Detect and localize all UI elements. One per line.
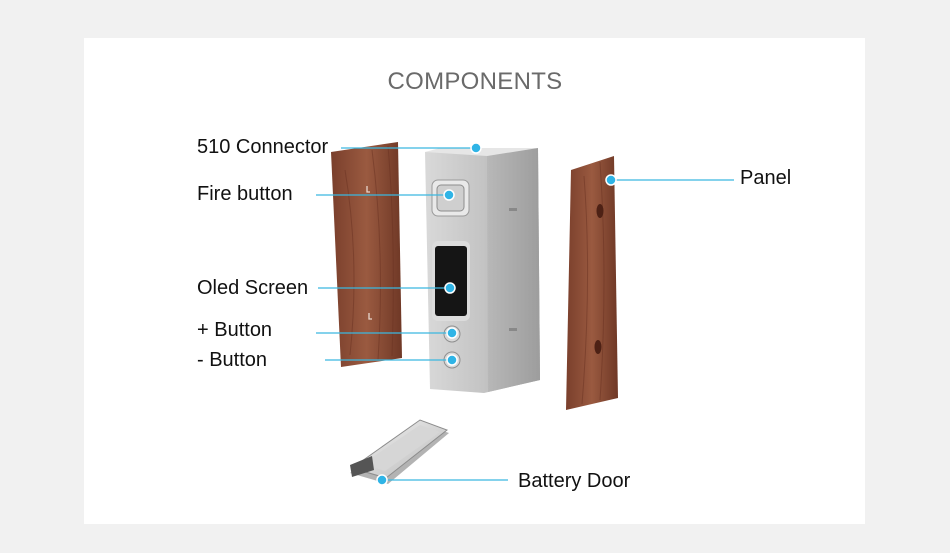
label-battery-door: Battery Door: [518, 470, 630, 493]
label-plus-button: + Button: [197, 319, 272, 342]
minus-button-dot: [447, 355, 457, 365]
label-fire-button: Fire button: [197, 183, 293, 206]
panel-dot: [606, 175, 616, 185]
label-minus-button: - Button: [197, 349, 267, 372]
oled-screen-dot: [445, 283, 455, 293]
right-panel: [566, 156, 618, 410]
label-oled-screen: Oled Screen: [197, 277, 308, 300]
mod-body: [425, 148, 540, 393]
battery-door-dot: [377, 475, 387, 485]
plus-button-dot: [447, 328, 457, 338]
battery-door: [350, 420, 449, 484]
label-510-connector: 510 Connector: [197, 136, 328, 159]
label-panel: Panel: [740, 167, 791, 190]
fire-button-dot: [444, 190, 454, 200]
connector-dot: [471, 143, 481, 153]
